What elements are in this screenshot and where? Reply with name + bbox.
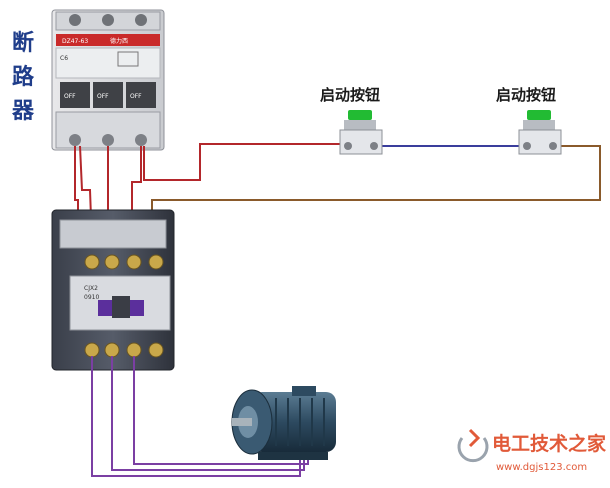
contactor: CJX2 0910	[51, 209, 175, 371]
breaker-top-screw-2	[102, 14, 114, 26]
breaker-label-char-3: 器	[11, 99, 35, 124]
breaker-rating-text: C6	[60, 55, 68, 62]
start-button-1[interactable]: 启动按钮	[320, 86, 383, 155]
breaker-off-label-1: OFF	[64, 93, 76, 100]
contactor-bottom-terminal-1	[84, 342, 100, 358]
contactor-model-text: CJX2	[84, 285, 98, 292]
start-button-1-label: 启动按钮	[320, 86, 380, 104]
breaker-brand-text: 德力西	[110, 37, 128, 45]
motor-body	[252, 392, 336, 452]
wire-to-button-1	[143, 143, 345, 181]
watermark-url: www.dgjs123.com	[496, 462, 587, 473]
breaker-bottom-screw-3	[135, 134, 147, 146]
contactor-top-terminal-3	[126, 254, 142, 270]
circuit-breaker: DZ47-63 德力西 C6 OFF OFF OFF	[51, 9, 165, 151]
wire-return	[151, 145, 601, 245]
motor	[231, 386, 336, 460]
breaker-label-char-2: 路	[12, 64, 35, 90]
contactor-top-terminal-4	[148, 254, 164, 270]
contactor-bottom-terminal-4	[148, 342, 164, 358]
contactor-model-sub: 0910	[84, 294, 99, 301]
watermark: 电工技术之家 www.dgjs123.com	[457, 428, 607, 473]
contactor-top-terminal-2	[104, 254, 120, 270]
contactor-top-terminal-1	[84, 254, 100, 270]
watermark-logo-icon	[457, 437, 489, 463]
breaker-label-char-1: 断	[12, 30, 34, 56]
contactor-indicator-2	[130, 300, 144, 316]
breaker-off-label-2: OFF	[97, 93, 109, 100]
breaker-model-text: DZ47-63	[62, 38, 88, 45]
breaker-handle-1	[60, 82, 90, 108]
breaker-model-strip	[56, 34, 160, 46]
start-button-2[interactable]: 启动按钮	[496, 86, 562, 155]
start-button-2-label: 启动按钮	[496, 86, 556, 104]
contactor-bottom-terminal-2	[104, 342, 120, 358]
breaker-bottom-screw-1	[69, 134, 81, 146]
wire-motor-u	[91, 356, 301, 477]
watermark-title: 电工技术之家	[492, 432, 607, 455]
contactor-bottom-terminal-3	[126, 342, 142, 358]
start-button-1-cap[interactable]	[348, 110, 372, 120]
breaker-handle-2	[93, 82, 123, 108]
breaker-handle-3	[126, 82, 156, 108]
breaker-off-label-3: OFF	[130, 93, 142, 100]
motor-shaft	[232, 418, 252, 426]
breaker-bottom-screw-2	[102, 134, 114, 146]
breaker-label: 断 路 器	[11, 30, 35, 124]
breaker-top-screw-1	[69, 14, 81, 26]
contactor-indicator-1	[98, 300, 112, 316]
breaker-top-screw-3	[135, 14, 147, 26]
start-button-2-cap[interactable]	[527, 110, 551, 120]
